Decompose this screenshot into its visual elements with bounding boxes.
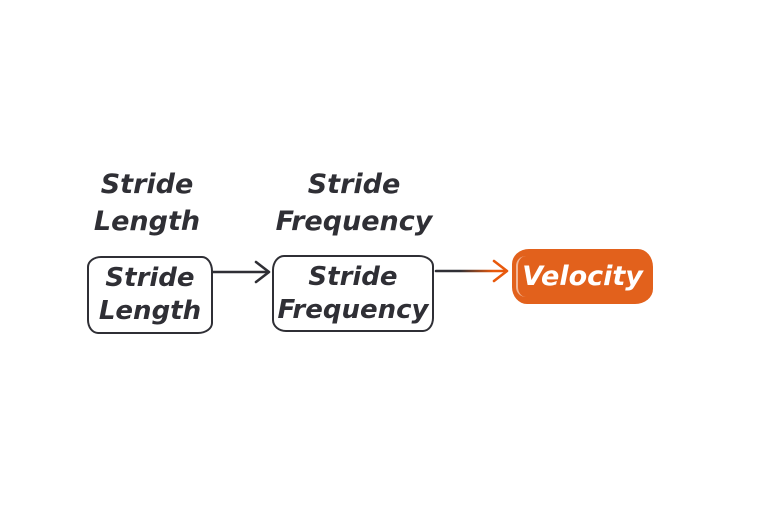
stride-length-node: Stride Length — [87, 256, 213, 334]
arrow-stride-length-to-stride-frequency — [211, 260, 271, 284]
velocity-node-label: Velocity — [522, 261, 643, 292]
stride-length-title: Stride Length — [93, 169, 201, 237]
arrow-stride-frequency-to-velocity — [434, 259, 509, 283]
stride-length-node-label: Stride Length — [98, 263, 202, 326]
stride-frequency-node: Stride Frequency — [272, 255, 434, 332]
stride-frequency-node-label: Stride Frequency — [277, 261, 429, 325]
velocity-node: Velocity — [512, 249, 653, 304]
stride-frequency-title: Stride Frequency — [275, 169, 433, 237]
